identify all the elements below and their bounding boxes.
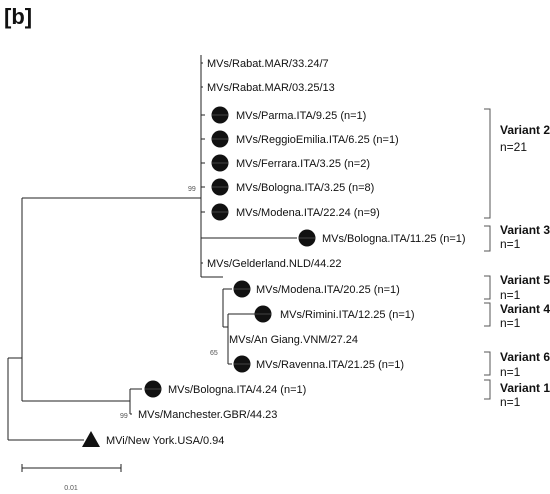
taxon-label-parma: MVs/Parma.ITA/9.25 (n=1) xyxy=(236,110,366,122)
taxon-label-reggio: MVs/ReggioEmilia.ITA/6.25 (n=1) xyxy=(236,134,399,146)
taxon-label-bologna4: MVs/Bologna.ITA/4.24 (n=1) xyxy=(168,384,306,396)
variant-count: n=1 xyxy=(500,316,521,330)
variant-bracket xyxy=(484,379,491,400)
panel-label: [b] xyxy=(4,4,33,29)
bootstrap-value: 99 xyxy=(120,413,128,420)
taxon-label-bologna11: MVs/Bologna.ITA/11.25 (n=1) xyxy=(322,233,466,245)
variant-count: n=1 xyxy=(500,237,521,251)
taxon-label-newyork: MVi/New York.USA/0.94 xyxy=(106,435,224,447)
scale-bar-label: 0.01 xyxy=(64,485,78,492)
variant-bracket xyxy=(484,351,491,376)
variant-bracket xyxy=(484,108,491,219)
variant-count: n=1 xyxy=(500,395,521,409)
taxon-label-gelderland: MVs/Gelderland.NLD/44.22 xyxy=(207,258,342,270)
variant-count: n=1 xyxy=(500,365,521,379)
variant-count: n=1 xyxy=(500,288,521,302)
variant-bracket xyxy=(484,275,491,300)
bootstrap-value: 99 xyxy=(188,186,196,193)
variant-name: Variant 5 xyxy=(500,273,550,287)
bootstrap-value: 65 xyxy=(210,350,218,357)
taxon-label-modena20: MVs/Modena.ITA/20.25 (n=1) xyxy=(256,284,400,296)
taxon-label-rabat2: MVs/Rabat.MAR/03.25/13 xyxy=(207,82,335,94)
triangle-marker-icon xyxy=(82,431,100,447)
taxon-label-ravenna: MVs/Ravenna.ITA/21.25 (n=1) xyxy=(256,359,404,371)
taxon-label-bologna3: MVs/Bologna.ITA/3.25 (n=8) xyxy=(236,182,374,194)
taxon-label-ferrara: MVs/Ferrara.ITA/3.25 (n=2) xyxy=(236,158,370,170)
taxon-label-rimini: MVs/Rimini.ITA/12.25 (n=1) xyxy=(280,309,415,321)
variant-count: n=21 xyxy=(500,140,527,154)
taxon-label-manchester: MVs/Manchester.GBR/44.23 xyxy=(138,409,277,421)
variant-name: Variant 2 xyxy=(500,123,550,137)
taxon-label-rabat1: MVs/Rabat.MAR/33.24/7 xyxy=(207,58,329,70)
variant-name: Variant 1 xyxy=(500,381,550,395)
variant-name: Variant 3 xyxy=(500,223,550,237)
taxon-label-modena22: MVs/Modena.ITA/22.24 (n=9) xyxy=(236,207,380,219)
variant-bracket xyxy=(484,225,491,252)
taxon-label-angiang: MVs/An Giang.VNM/27.24 xyxy=(229,334,358,346)
variant-bracket xyxy=(484,302,491,327)
variant-name: Variant 4 xyxy=(500,302,550,316)
variant-name: Variant 6 xyxy=(500,350,550,364)
